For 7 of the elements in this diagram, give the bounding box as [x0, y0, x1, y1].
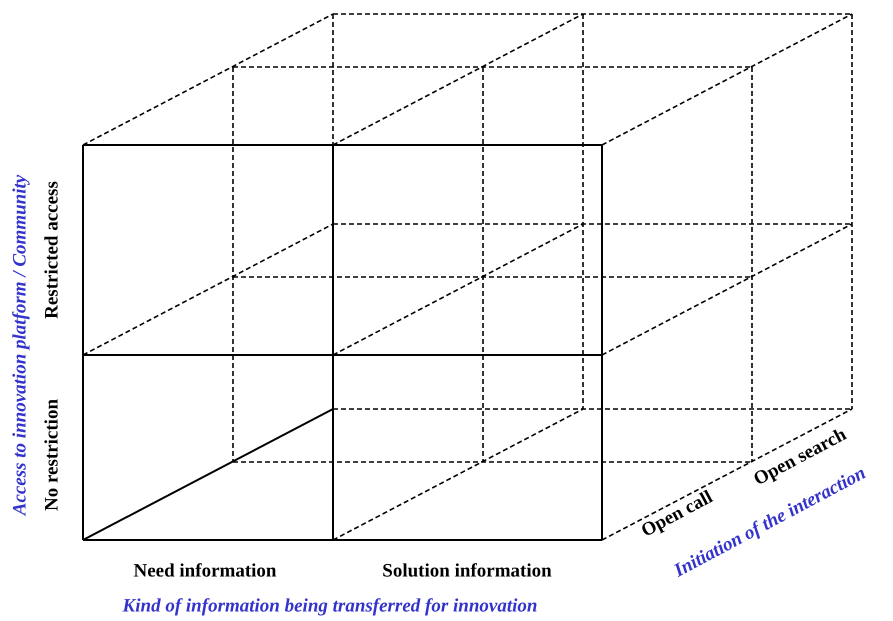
- row-label: Restricted access: [42, 181, 62, 319]
- depth-label: Open call: [638, 487, 716, 541]
- row-label: No restriction: [42, 398, 62, 512]
- axis-title: Access to innovation platform / Community: [10, 174, 30, 516]
- column-label: Need information: [134, 562, 276, 580]
- column-label: Solution information: [382, 562, 552, 580]
- axis-title: Kind of information being transferred for innovation: [122, 596, 538, 616]
